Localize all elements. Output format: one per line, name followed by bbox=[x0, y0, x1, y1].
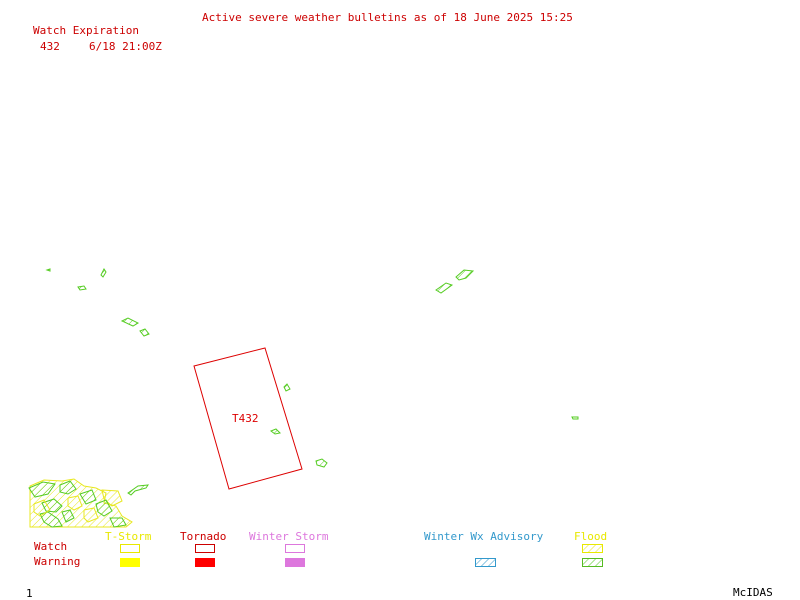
flood-warning-area bbox=[59, 480, 77, 495]
flood-warning-area bbox=[39, 511, 63, 528]
flood-warning-area bbox=[100, 268, 107, 278]
flood-warning-area bbox=[269, 428, 282, 435]
flood-warning-area bbox=[435, 282, 454, 294]
flood-warning-polygons bbox=[45, 268, 579, 496]
flood-warning-area bbox=[315, 458, 328, 468]
flood-warning-area bbox=[77, 285, 87, 291]
flood-warning-area bbox=[139, 328, 150, 337]
legend-tornado-label: Tornado bbox=[180, 530, 227, 543]
flood-warning-area bbox=[109, 517, 127, 528]
flood-warning-swatch bbox=[582, 558, 603, 567]
watch-box-label: T432 bbox=[232, 412, 259, 425]
tornado-watch-swatch bbox=[195, 544, 215, 553]
flood-warning-area bbox=[28, 481, 56, 498]
software-credit: McIDAS bbox=[733, 586, 773, 599]
flood-warning-area bbox=[61, 509, 75, 523]
flood-warning-area bbox=[79, 489, 97, 505]
flood-warning-area bbox=[45, 268, 51, 272]
flood-warning-area bbox=[41, 498, 63, 513]
legend-flood-label: Flood bbox=[574, 530, 608, 543]
legend-watch-row-label: Watch bbox=[34, 540, 68, 553]
tornado-watch-box[interactable] bbox=[193, 347, 303, 490]
flood-warning-area bbox=[95, 499, 113, 517]
flood-warning-area bbox=[283, 383, 291, 392]
flood-warning-area bbox=[120, 317, 140, 327]
frame-number: 1 bbox=[26, 587, 33, 600]
watch-expiration-heading: Watch Expiration bbox=[33, 24, 139, 37]
winter-storm-warning-swatch bbox=[285, 558, 305, 567]
tornado-warning-swatch bbox=[195, 558, 215, 567]
flood-warning-area bbox=[571, 416, 579, 420]
flood-watch-swatch bbox=[582, 544, 603, 553]
tstorm-warning-swatch bbox=[120, 558, 140, 567]
legend-winter-storm-label: Winter Storm bbox=[249, 530, 329, 543]
flood-cluster bbox=[28, 478, 133, 528]
winter-wx-warning-swatch bbox=[475, 558, 496, 567]
legend-warning-row-label: Warning bbox=[34, 555, 81, 568]
legend-tstorm-label: T-Storm bbox=[105, 530, 152, 543]
flood-watch-area bbox=[101, 489, 123, 507]
flood-warning-area bbox=[455, 269, 475, 281]
map-title: Active severe weather bulletins as of 18… bbox=[202, 11, 573, 24]
flood-warning-area bbox=[127, 484, 150, 496]
watch-expiration-time: 6/18 21:00Z bbox=[89, 40, 162, 53]
legend-winter-wx-label: Winter Wx Advisory bbox=[424, 530, 544, 543]
watch-number: 432 bbox=[40, 40, 60, 53]
tstorm-watch-swatch bbox=[120, 544, 140, 553]
winter-storm-watch-swatch bbox=[285, 544, 305, 553]
